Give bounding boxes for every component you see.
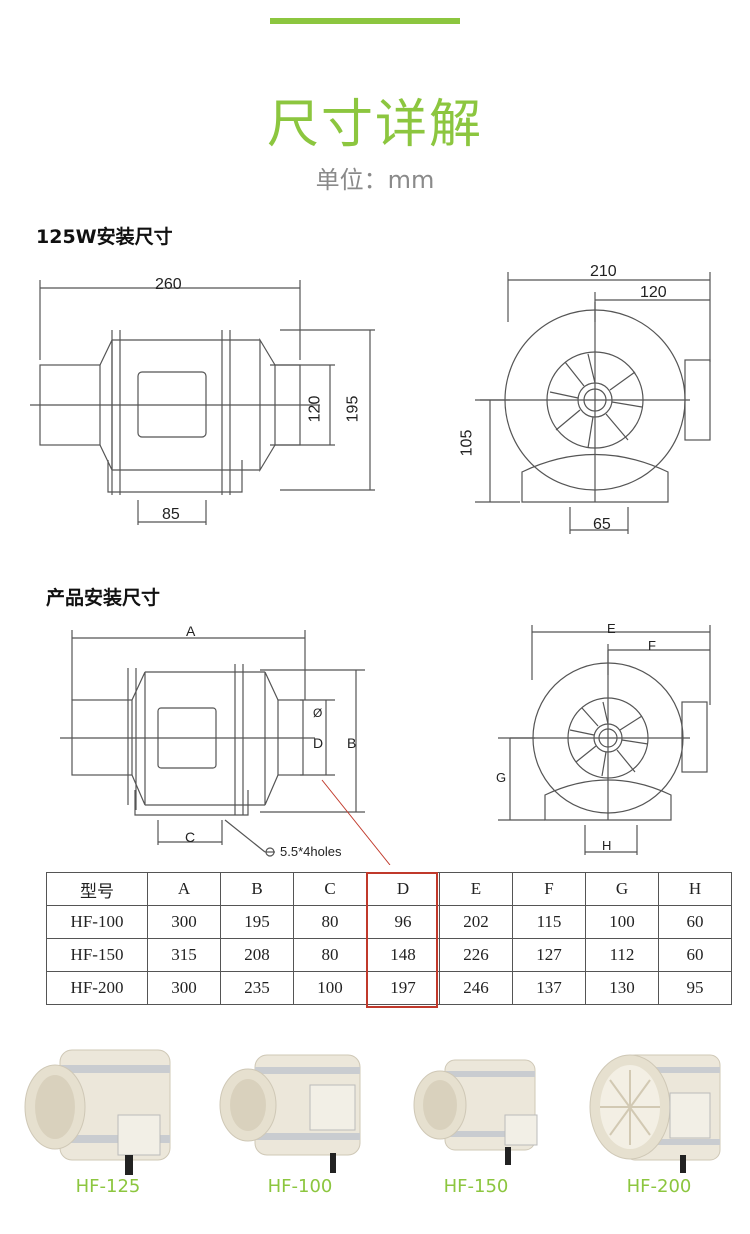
col-header-b: B bbox=[220, 872, 294, 906]
table-cell: 202 bbox=[439, 905, 513, 939]
dim-bottom-width: 85 bbox=[162, 506, 180, 523]
section-title-125w: 125W安装尺寸 bbox=[36, 226, 173, 248]
dim-inner-height: 120 bbox=[306, 395, 324, 423]
table-cell: 195 bbox=[220, 905, 294, 939]
table-cell: 127 bbox=[512, 938, 586, 972]
table-cell: 137 bbox=[512, 971, 586, 1005]
fan-photo-hf125 bbox=[24, 1049, 171, 1175]
col-header-f: F bbox=[512, 872, 586, 906]
table-cell: 130 bbox=[585, 971, 659, 1005]
dim-label-f: F bbox=[648, 638, 656, 653]
table-cell: 95 bbox=[658, 971, 732, 1005]
col-header-h: H bbox=[658, 872, 732, 906]
dim-overall-height: 195 bbox=[344, 395, 362, 423]
table-cell: HF-150 bbox=[46, 938, 148, 972]
table-cell: 197 bbox=[366, 971, 440, 1005]
table-cell: 300 bbox=[147, 905, 221, 939]
table-cell: 246 bbox=[439, 971, 513, 1005]
model-label-hf125: HF-125 bbox=[75, 1176, 141, 1197]
side-view-drawing-125w bbox=[30, 280, 375, 525]
product-photos bbox=[24, 1049, 721, 1175]
col-header-e: E bbox=[439, 872, 513, 906]
table-cell: 315 bbox=[147, 938, 221, 972]
model-label-hf100: HF-100 bbox=[267, 1176, 333, 1197]
table-cell: HF-200 bbox=[46, 971, 148, 1005]
fan-photo-hf200 bbox=[589, 1054, 721, 1173]
fan-photo-hf100 bbox=[219, 1054, 361, 1173]
model-label-hf150: HF-150 bbox=[443, 1176, 509, 1197]
table-cell: 60 bbox=[658, 905, 732, 939]
holes-note: 5.5*4holes bbox=[280, 844, 342, 859]
fan-photo-hf150 bbox=[413, 1059, 538, 1165]
dim-label-h: H bbox=[602, 838, 612, 853]
table-cell: 80 bbox=[293, 938, 367, 972]
front-view-drawing-125w bbox=[475, 272, 711, 534]
dim-label-c: C bbox=[185, 829, 196, 845]
dim-d-symbol: Ø bbox=[313, 706, 323, 720]
table-cell: 115 bbox=[512, 905, 586, 939]
column-d-highlight bbox=[366, 872, 438, 1008]
dim-label-d: D bbox=[313, 735, 324, 751]
table-cell: 80 bbox=[293, 905, 367, 939]
table-cell: 226 bbox=[439, 938, 513, 972]
table-cell: 100 bbox=[585, 905, 659, 939]
top-accent-bar bbox=[270, 18, 460, 24]
dim-label-g: G bbox=[496, 770, 507, 785]
dim-front-base: 65 bbox=[593, 516, 611, 533]
page-title: 尺寸详解 bbox=[266, 95, 483, 155]
dim-label-e: E bbox=[607, 621, 616, 636]
side-view-drawing-product bbox=[60, 630, 391, 865]
section-title-product: 产品安装尺寸 bbox=[46, 587, 161, 609]
dim-overall-width: 260 bbox=[155, 276, 182, 293]
table-cell: HF-100 bbox=[46, 905, 148, 939]
dim-front-overall: 210 bbox=[590, 263, 617, 280]
col-header-g: G bbox=[585, 872, 659, 906]
table-cell: 208 bbox=[220, 938, 294, 972]
table-cell: 60 bbox=[658, 938, 732, 972]
col-header-model: 型号 bbox=[46, 872, 148, 906]
table-cell: 100 bbox=[293, 971, 367, 1005]
dim-front-offset: 120 bbox=[640, 284, 667, 301]
table-cell: 300 bbox=[147, 971, 221, 1005]
table-cell: 235 bbox=[220, 971, 294, 1005]
dim-label-b: B bbox=[347, 735, 357, 751]
col-header-a: A bbox=[147, 872, 221, 906]
table-cell: 96 bbox=[366, 905, 440, 939]
dim-label-a: A bbox=[186, 623, 196, 639]
unit-label: 单位：mm bbox=[315, 166, 435, 194]
col-header-c: C bbox=[293, 872, 367, 906]
table-cell: 148 bbox=[366, 938, 440, 972]
dim-front-height: 105 bbox=[458, 429, 476, 457]
front-view-drawing-product bbox=[498, 625, 711, 855]
table-cell: 112 bbox=[585, 938, 659, 972]
model-label-hf200: HF-200 bbox=[626, 1176, 692, 1197]
